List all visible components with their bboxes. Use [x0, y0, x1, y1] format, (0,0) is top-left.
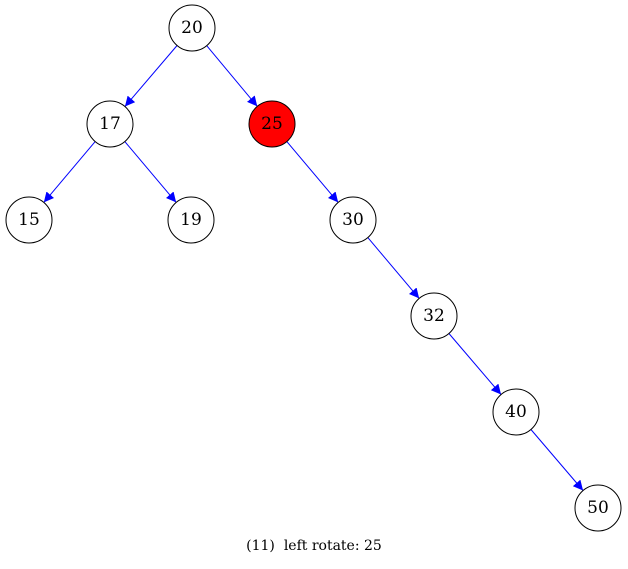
edge-n20-n17	[124, 45, 178, 107]
node-label: 30	[342, 210, 364, 230]
node-circle	[248, 100, 296, 148]
tree-node-15: 15	[5, 196, 53, 244]
edge-n40-n50	[530, 429, 584, 491]
edge-n32-n40	[448, 333, 502, 395]
tree-node-19: 19	[167, 196, 215, 244]
edges-layer	[43, 45, 584, 491]
edge-n20-n25	[206, 45, 258, 107]
node-label: 19	[180, 210, 202, 230]
node-circle	[5, 196, 53, 244]
node-label: 15	[18, 210, 40, 230]
node-circle	[167, 196, 215, 244]
node-label: 25	[261, 114, 283, 134]
edge-n17-n19	[124, 141, 177, 203]
node-circle	[492, 388, 540, 436]
tree-node-32: 32	[410, 292, 458, 340]
edge-n25-n30	[286, 141, 339, 203]
tree-node-17: 17	[86, 100, 134, 148]
edge-n30-n32	[367, 237, 420, 299]
node-circle	[168, 4, 216, 52]
node-circle	[329, 196, 377, 244]
node-label: 32	[423, 306, 445, 326]
node-circle	[86, 100, 134, 148]
tree-node-25: 25	[248, 100, 296, 148]
caption-step: (11)	[246, 538, 275, 554]
nodes-layer: 20 17 25 15 19 30 32 40 50	[5, 4, 622, 532]
node-label: 50	[587, 498, 609, 518]
tree-node-30: 30	[329, 196, 377, 244]
caption: (11) left rotate: 25	[0, 538, 628, 554]
node-label: 20	[181, 18, 203, 38]
tree-node-20: 20	[168, 4, 216, 52]
node-circle	[574, 484, 622, 532]
caption-text: left rotate: 25	[283, 538, 382, 554]
edge-n17-n15	[43, 141, 96, 203]
node-label: 17	[99, 114, 121, 134]
node-circle	[410, 292, 458, 340]
tree-node-50: 50	[574, 484, 622, 532]
node-label: 40	[505, 402, 527, 422]
tree-node-40: 40	[492, 388, 540, 436]
